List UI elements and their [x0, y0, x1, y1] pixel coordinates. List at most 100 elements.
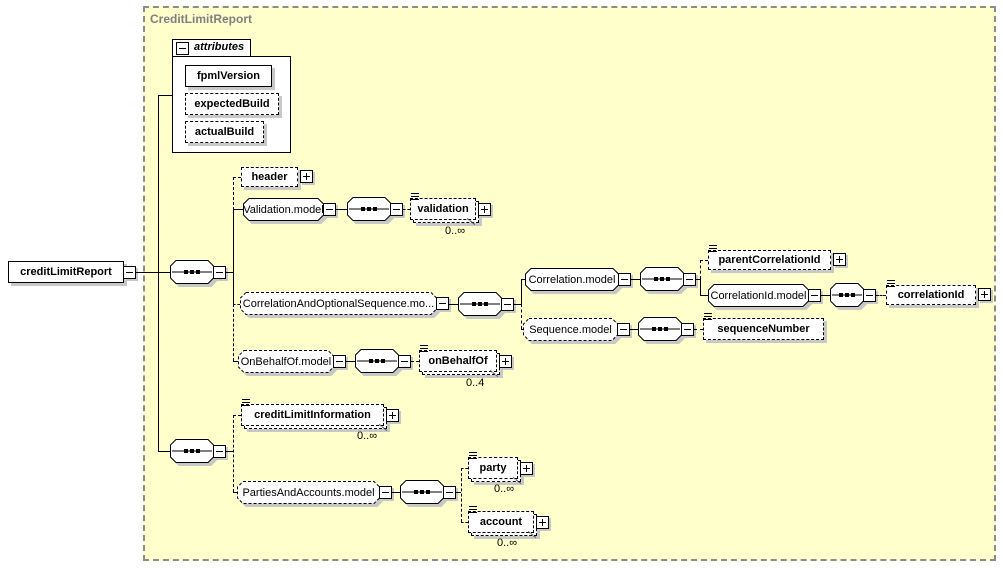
connector-line: [226, 272, 233, 273]
sequence-compositor-icon[interactable]: [400, 480, 447, 507]
collapse-icon[interactable]: [617, 323, 630, 336]
collapse-icon[interactable]: [333, 355, 346, 368]
connector-line: [514, 304, 521, 305]
connector-line: [233, 415, 241, 416]
expand-icon[interactable]: [478, 203, 491, 216]
connector-line: [700, 295, 708, 296]
collapse-icon[interactable]: [398, 355, 411, 368]
connector-line: [403, 209, 410, 210]
collapse-icon[interactable]: [863, 289, 876, 302]
collapse-icon[interactable]: [501, 298, 514, 311]
connector-line: [233, 209, 243, 210]
connector-line: [233, 209, 234, 304]
sequence-compositor-icon[interactable]: [640, 267, 687, 294]
sequence-compositor-icon[interactable]: [170, 439, 217, 466]
occurs-label: 0..∞: [497, 537, 518, 549]
connector-line: [136, 272, 170, 273]
attributes-label: attributes: [194, 41, 245, 53]
collapse-icon[interactable]: [379, 486, 392, 499]
connector-line: [461, 468, 462, 522]
element-creditLimitReport[interactable]: creditLimitReport: [8, 261, 124, 283]
model-group-correlation-model[interactable]: Correlation.model: [525, 268, 622, 294]
connector-line: [694, 329, 703, 330]
element-validation[interactable]: validation: [410, 193, 476, 220]
connector-line: [346, 361, 355, 362]
collapse-icon[interactable]: [390, 203, 403, 216]
sequence-compositor-icon[interactable]: [458, 292, 505, 319]
model-group-label: CorrelationAndOptionalSequence.mo...: [242, 297, 435, 310]
collapse-icon[interactable]: [443, 486, 456, 499]
model-group-label: PartiesAndAccounts.model: [242, 486, 375, 499]
element-sequenceNumber[interactable]: sequenceNumber: [703, 313, 824, 340]
connector-line: [461, 468, 468, 469]
connector-line: [521, 279, 522, 305]
connector-line: [700, 279, 701, 295]
connector-line: [392, 492, 400, 493]
element-creditLimitInformation[interactable]: creditLimitInformation: [241, 399, 384, 426]
sequence-compositor-icon[interactable]: [355, 349, 402, 376]
connector-line: [696, 279, 700, 280]
sequence-compositor-icon[interactable]: [830, 283, 867, 310]
attribute-actualBuild[interactable]: actualBuild: [185, 121, 264, 143]
expand-icon[interactable]: [536, 516, 549, 529]
connector-line: [233, 177, 241, 178]
occurs-label: 0..∞: [494, 483, 515, 495]
connector-line: [226, 451, 233, 452]
collapse-icon[interactable]: [323, 203, 336, 216]
model-group-correlation-id-model[interactable]: CorrelationId.model: [708, 284, 812, 310]
collapse-icon[interactable]: [213, 445, 226, 458]
model-group-validation-model[interactable]: Validation.model: [243, 198, 327, 224]
model-group-sequence-model[interactable]: Sequence.model: [523, 318, 621, 344]
attribute-fpmlVersion[interactable]: fpmlVersion: [185, 65, 272, 87]
connector-line: [411, 361, 419, 362]
connector-line: [233, 304, 234, 361]
model-group-label: CorrelationId.model: [710, 289, 807, 302]
collapse-icon[interactable]: [618, 273, 631, 286]
connector-line: [631, 279, 640, 280]
connector-line: [521, 329, 523, 330]
model-group-label: Sequence.model: [529, 323, 612, 336]
attribute-expectedBuild[interactable]: expectedBuild: [185, 93, 279, 115]
element-header[interactable]: header: [241, 167, 298, 187]
element-onBehalfOf[interactable]: onBehalfOf: [419, 345, 497, 372]
expand-icon[interactable]: [386, 409, 399, 422]
collapse-icon[interactable]: [123, 266, 136, 279]
model-group-correlation-and-optional-sequence-model[interactable]: CorrelationAndOptionalSequence.mo...: [240, 292, 440, 318]
connector-line: [521, 304, 522, 329]
occurs-label: 0..4: [466, 377, 485, 389]
collapse-icon[interactable]: [176, 42, 189, 55]
expand-icon[interactable]: [833, 253, 846, 266]
sequence-compositor-icon[interactable]: [638, 317, 685, 344]
connector-line: [233, 304, 240, 305]
model-group-on-behalf-of-model[interactable]: OnBehalfOf.model: [238, 350, 337, 376]
diagram-title: CreditLimitReport: [150, 12, 252, 26]
connector-line: [700, 260, 701, 279]
connector-line: [336, 209, 347, 210]
collapse-icon[interactable]: [436, 297, 449, 310]
sequence-compositor-icon[interactable]: [347, 197, 394, 224]
model-group-label: Correlation.model: [528, 273, 616, 286]
element-account[interactable]: account: [468, 506, 534, 533]
element-party[interactable]: party: [468, 452, 518, 479]
collapse-icon[interactable]: [808, 289, 821, 302]
expand-icon[interactable]: [300, 170, 313, 183]
element-correlationId[interactable]: correlationId: [886, 280, 976, 305]
expand-icon[interactable]: [520, 462, 533, 475]
model-group-parties-and-accounts-model[interactable]: PartiesAndAccounts.model: [237, 481, 383, 507]
connector-line: [449, 304, 458, 305]
collapse-icon[interactable]: [681, 323, 694, 336]
connector-line: [700, 260, 708, 261]
expand-icon[interactable]: [978, 288, 991, 301]
collapse-icon[interactable]: [213, 266, 226, 279]
element-parentCorrelationId[interactable]: parentCorrelationId: [708, 245, 831, 270]
collapse-icon[interactable]: [683, 273, 696, 286]
connector-line: [456, 492, 461, 493]
sequence-compositor-icon[interactable]: [170, 260, 217, 287]
attributes-tab[interactable]: attributes: [172, 39, 251, 57]
occurs-label: 0..∞: [357, 430, 378, 442]
connector-line: [158, 95, 159, 451]
expand-icon[interactable]: [499, 355, 512, 368]
connector-line: [158, 95, 172, 96]
connector-line: [233, 415, 234, 492]
